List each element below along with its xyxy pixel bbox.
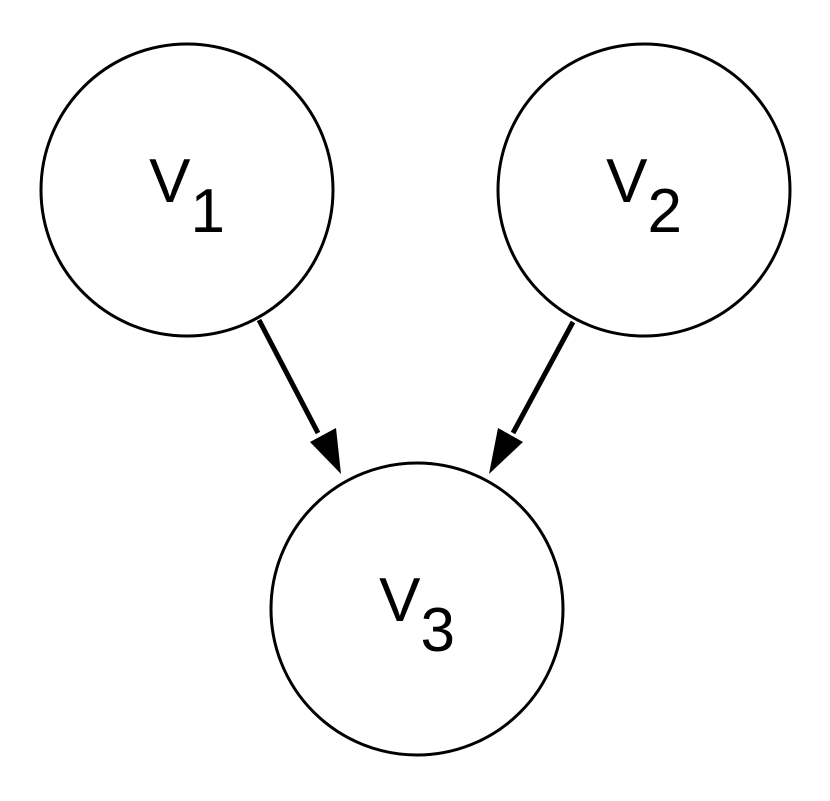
- node-v3: V3: [269, 461, 565, 757]
- edge-v2-v3-arrowhead: [489, 428, 523, 474]
- node-v2: V2: [496, 42, 792, 338]
- node-v3-label-subscript: 3: [420, 596, 454, 665]
- edge-v1-v3: [256, 318, 341, 474]
- node-v1-label-base: V: [149, 147, 191, 216]
- node-v1-label-subscript: 1: [190, 177, 224, 246]
- node-v3-label: V3: [379, 566, 455, 665]
- node-v3-circle: [269, 461, 565, 757]
- node-v1-circle: [39, 42, 335, 338]
- node-v3-label-base: V: [379, 566, 421, 635]
- node-v1: V1: [39, 42, 335, 338]
- node-v2-label-subscript: 2: [647, 177, 681, 246]
- edge-v1-v3-line: [256, 318, 321, 435]
- edge-v1-v3-arrowhead: [310, 428, 341, 474]
- edge-v2-v3-line: [510, 320, 576, 435]
- edge-v2-v3: [489, 320, 576, 474]
- node-v2-label-base: V: [606, 147, 648, 216]
- node-v2-label: V2: [606, 147, 682, 246]
- node-v1-label: V1: [149, 147, 225, 246]
- node-v2-circle: [496, 42, 792, 338]
